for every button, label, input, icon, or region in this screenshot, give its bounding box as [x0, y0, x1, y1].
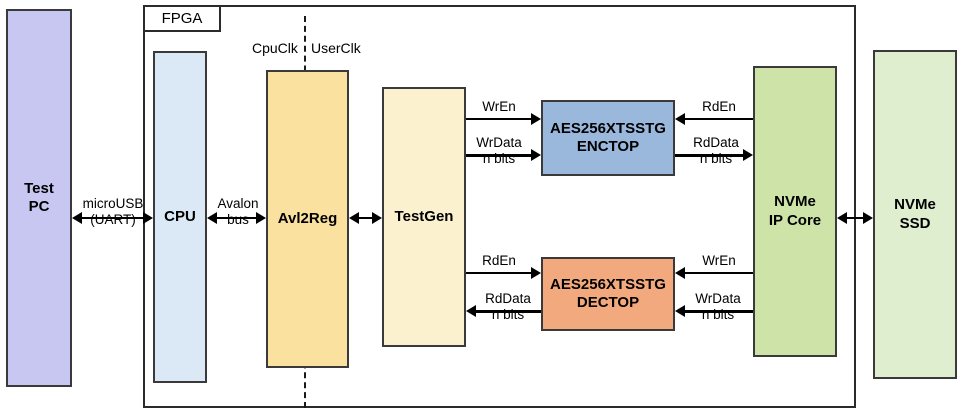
connector-avl-testgen-line — [357, 217, 375, 219]
connector-dec-rddata-line — [476, 310, 541, 313]
connector-enc-wren-label: WrEn — [482, 99, 516, 114]
block-avl2reg[interactable]: Avl2Reg — [266, 70, 349, 368]
connector-enc-rddata-label: RdData n bits — [693, 135, 739, 167]
fpga-label: FPGA — [143, 5, 221, 32]
block-cpu[interactable]: CPU — [153, 51, 207, 383]
connector-cpu-avl-label: Avalon bus — [217, 196, 259, 228]
block-aes-enctop[interactable]: AES256XTSSTG ENCTOP — [541, 100, 675, 176]
connector-pc-cpu-line — [80, 217, 146, 219]
connector-enc-wren-arrow — [531, 113, 541, 125]
connector-dec-rden-label: RdEn — [482, 253, 516, 268]
connector-enc-wrdata-line — [466, 154, 531, 157]
connector-ip-ssd-arrow-left — [837, 212, 847, 224]
connector-enc-rden-label: RdEn — [702, 99, 736, 114]
connector-dec-wrdata-label: WrData n bits — [695, 291, 741, 323]
connector-ip-ssd-line — [845, 217, 865, 219]
connector-cpu-avl-arrow-right — [256, 212, 266, 224]
connector-dec-wrdata-line — [685, 310, 753, 313]
connector-dec-wren-line — [685, 272, 753, 274]
connector-pc-cpu-arrow-right — [143, 212, 153, 224]
block-test-pc[interactable]: Test PC — [6, 9, 72, 387]
connector-avl-testgen-arrow-right — [372, 212, 382, 224]
connector-dec-rden-line — [466, 272, 531, 274]
connector-dec-wren-label: WrEn — [702, 253, 736, 268]
fpga-boundary — [143, 5, 856, 408]
connector-cpu-avl-arrow-left — [207, 212, 217, 224]
connector-enc-rden-arrow — [675, 113, 685, 125]
connector-pc-cpu-label: microUSB (UART) — [82, 196, 144, 228]
block-aes-dectop[interactable]: AES256XTSSTG DECTOP — [541, 257, 675, 331]
connector-cpu-avl-line — [215, 217, 259, 219]
connector-enc-rddata-arrow — [743, 149, 753, 161]
connector-dec-rddata-arrow — [466, 305, 476, 317]
connector-pc-cpu-arrow-left — [72, 212, 82, 224]
connector-enc-wrdata-arrow — [531, 149, 541, 161]
connector-ip-ssd-arrow-right — [863, 212, 873, 224]
connector-dec-wrdata-arrow — [675, 305, 685, 317]
block-testgen[interactable]: TestGen — [382, 87, 466, 347]
connector-enc-wren-line — [466, 118, 531, 120]
block-nvme-ssd[interactable]: NVMe SSD — [873, 50, 957, 379]
clock-label-userclk: UserClk — [311, 40, 361, 56]
connector-dec-wren-arrow — [675, 267, 685, 279]
clock-label-cpuclk: CpuClk — [252, 40, 298, 56]
connector-enc-rddata-line — [675, 154, 743, 157]
connector-enc-rden-line — [685, 118, 753, 120]
block-nvme-ip-core[interactable]: NVMe IP Core — [753, 66, 837, 357]
connector-enc-wrdata-label: WrData n bits — [476, 135, 522, 167]
connector-dec-rddata-label: RdData n bits — [485, 291, 531, 323]
connector-dec-rden-arrow — [531, 267, 541, 279]
connector-avl-testgen-arrow-left — [349, 212, 359, 224]
